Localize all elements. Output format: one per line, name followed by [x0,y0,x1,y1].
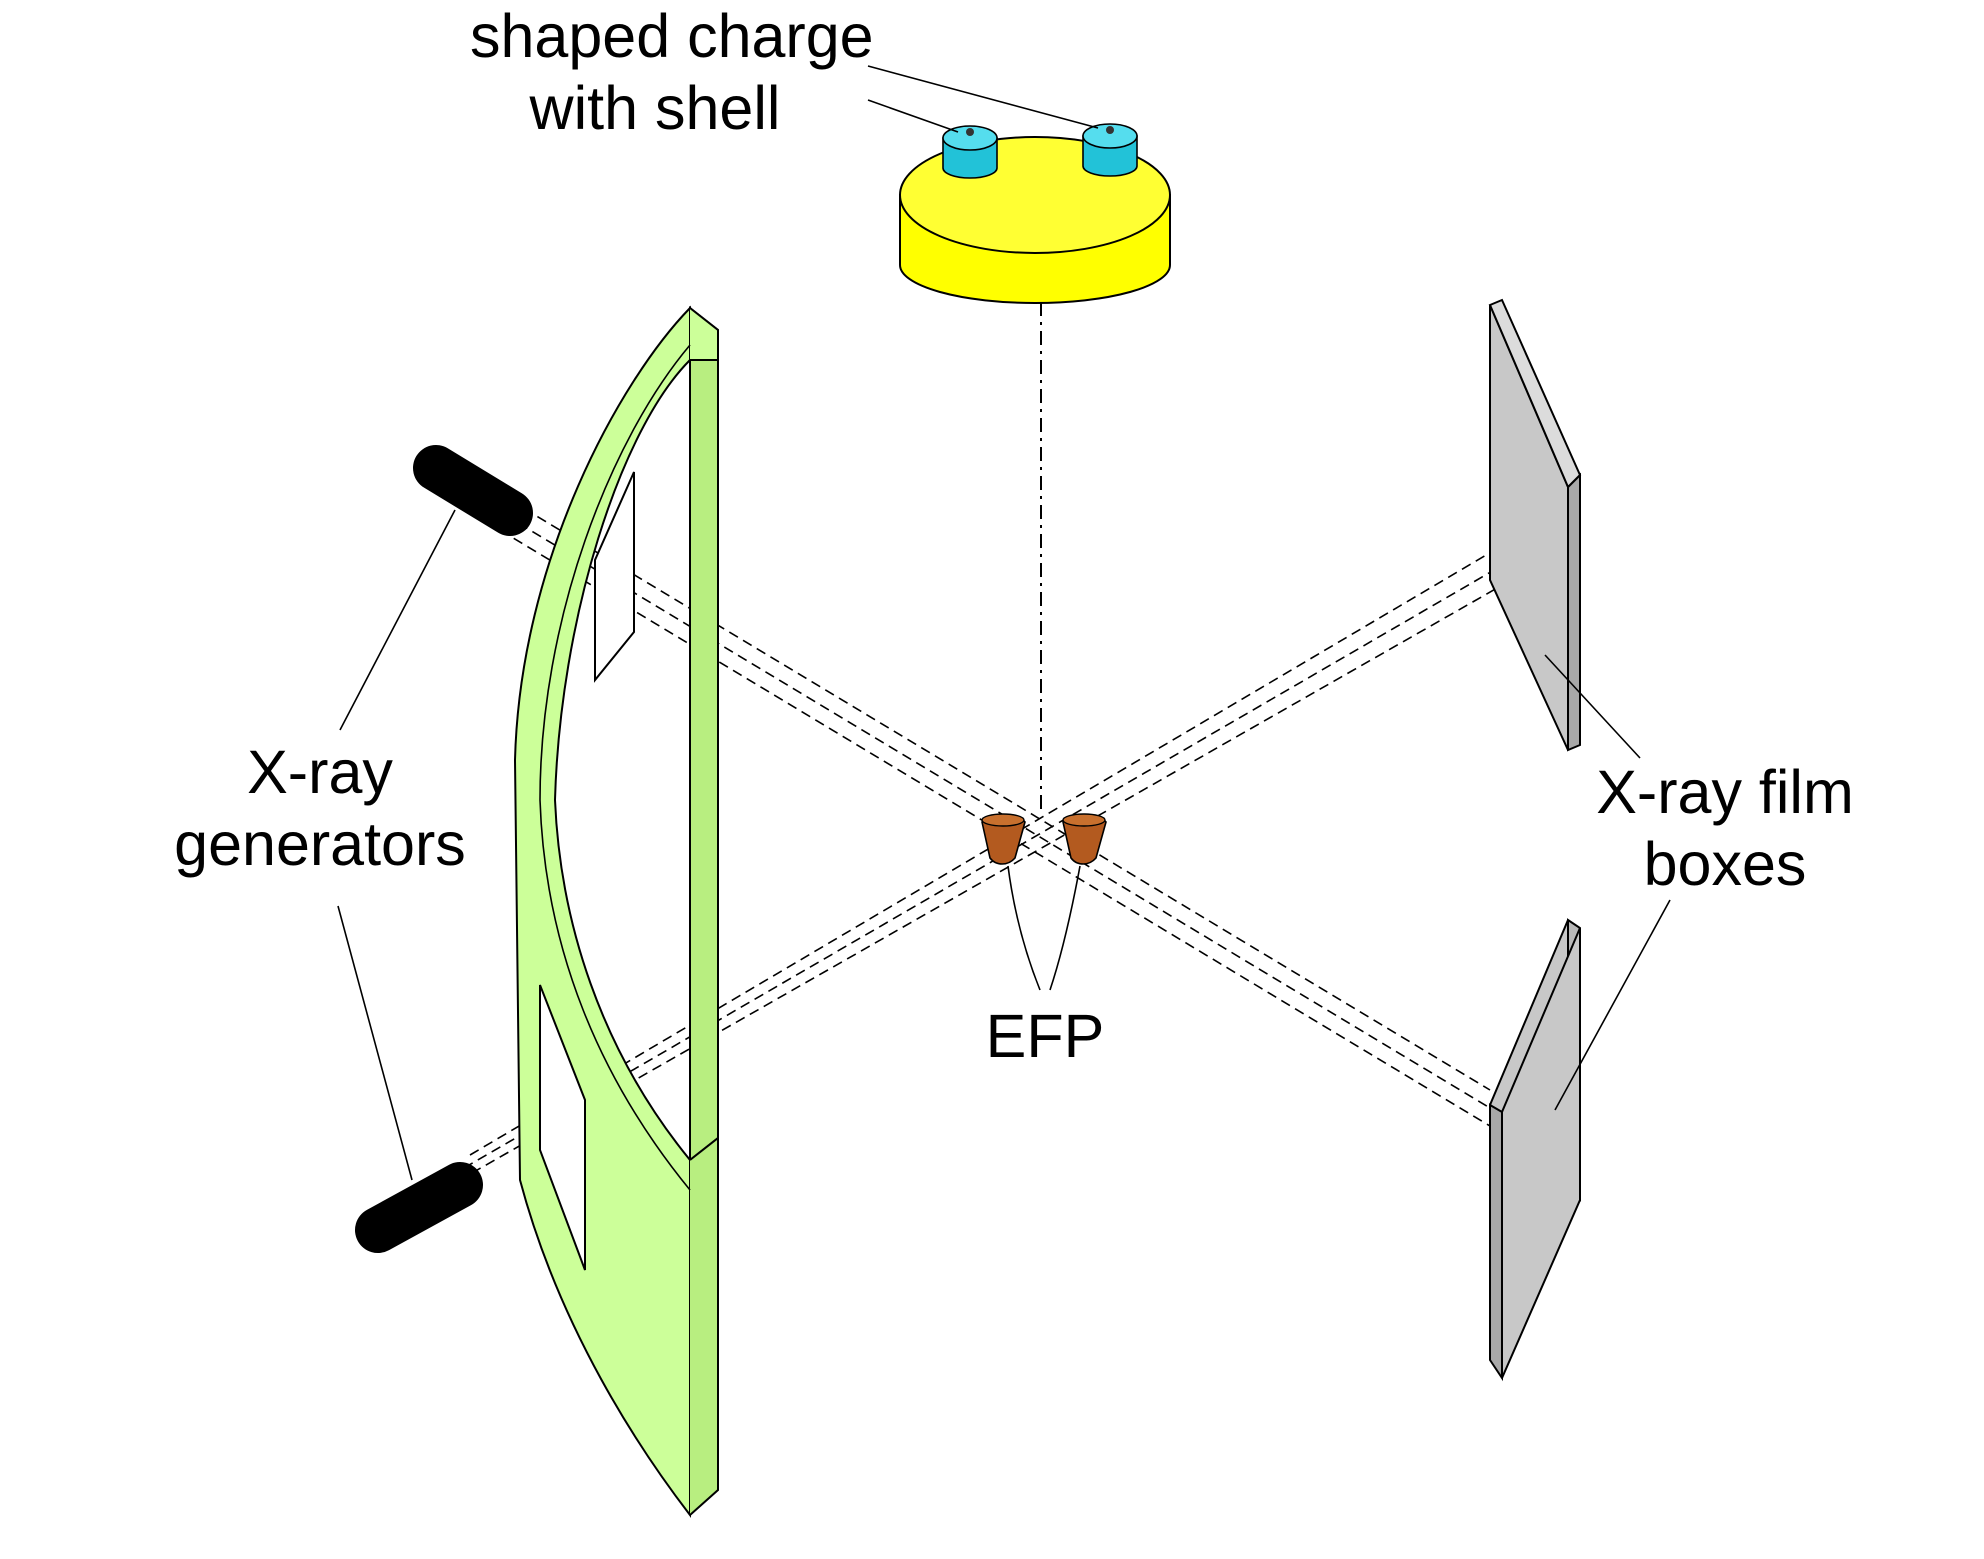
label-xray-generators: X-ray generators [160,736,480,880]
efp-projectile-left [981,813,1026,865]
plate-window-lower [539,984,586,1271]
plate-window-upper [594,471,635,683]
shaped-charge-cylinder-left [942,125,998,179]
label-xray-generators-line2: generators [174,810,466,878]
film-box-upper [1488,298,1582,752]
efp-projectile-right [1062,813,1107,865]
label-efp: EFP [970,1000,1120,1072]
label-shaped-charge: shaped charge with shell [470,0,874,144]
label-xray-generators-line1: X-ray [247,738,393,806]
label-film-boxes: X-ray film boxes [1565,756,1885,900]
xray-generator-lower [355,1162,483,1253]
green-plate [513,305,719,1518]
label-film-boxes-line2: boxes [1643,830,1807,898]
label-shaped-charge-line2: with shell [529,74,781,142]
label-film-boxes-line1: X-ray film [1596,758,1854,826]
shaped-charge-cylinder-right [1082,123,1138,177]
label-efp-line1: EFP [985,1002,1105,1070]
label-shaped-charge-line1: shaped charge [470,2,874,70]
leader-lines [337,65,1671,1181]
film-box-lower [1489,918,1581,1382]
xray-generator-upper [413,445,533,536]
